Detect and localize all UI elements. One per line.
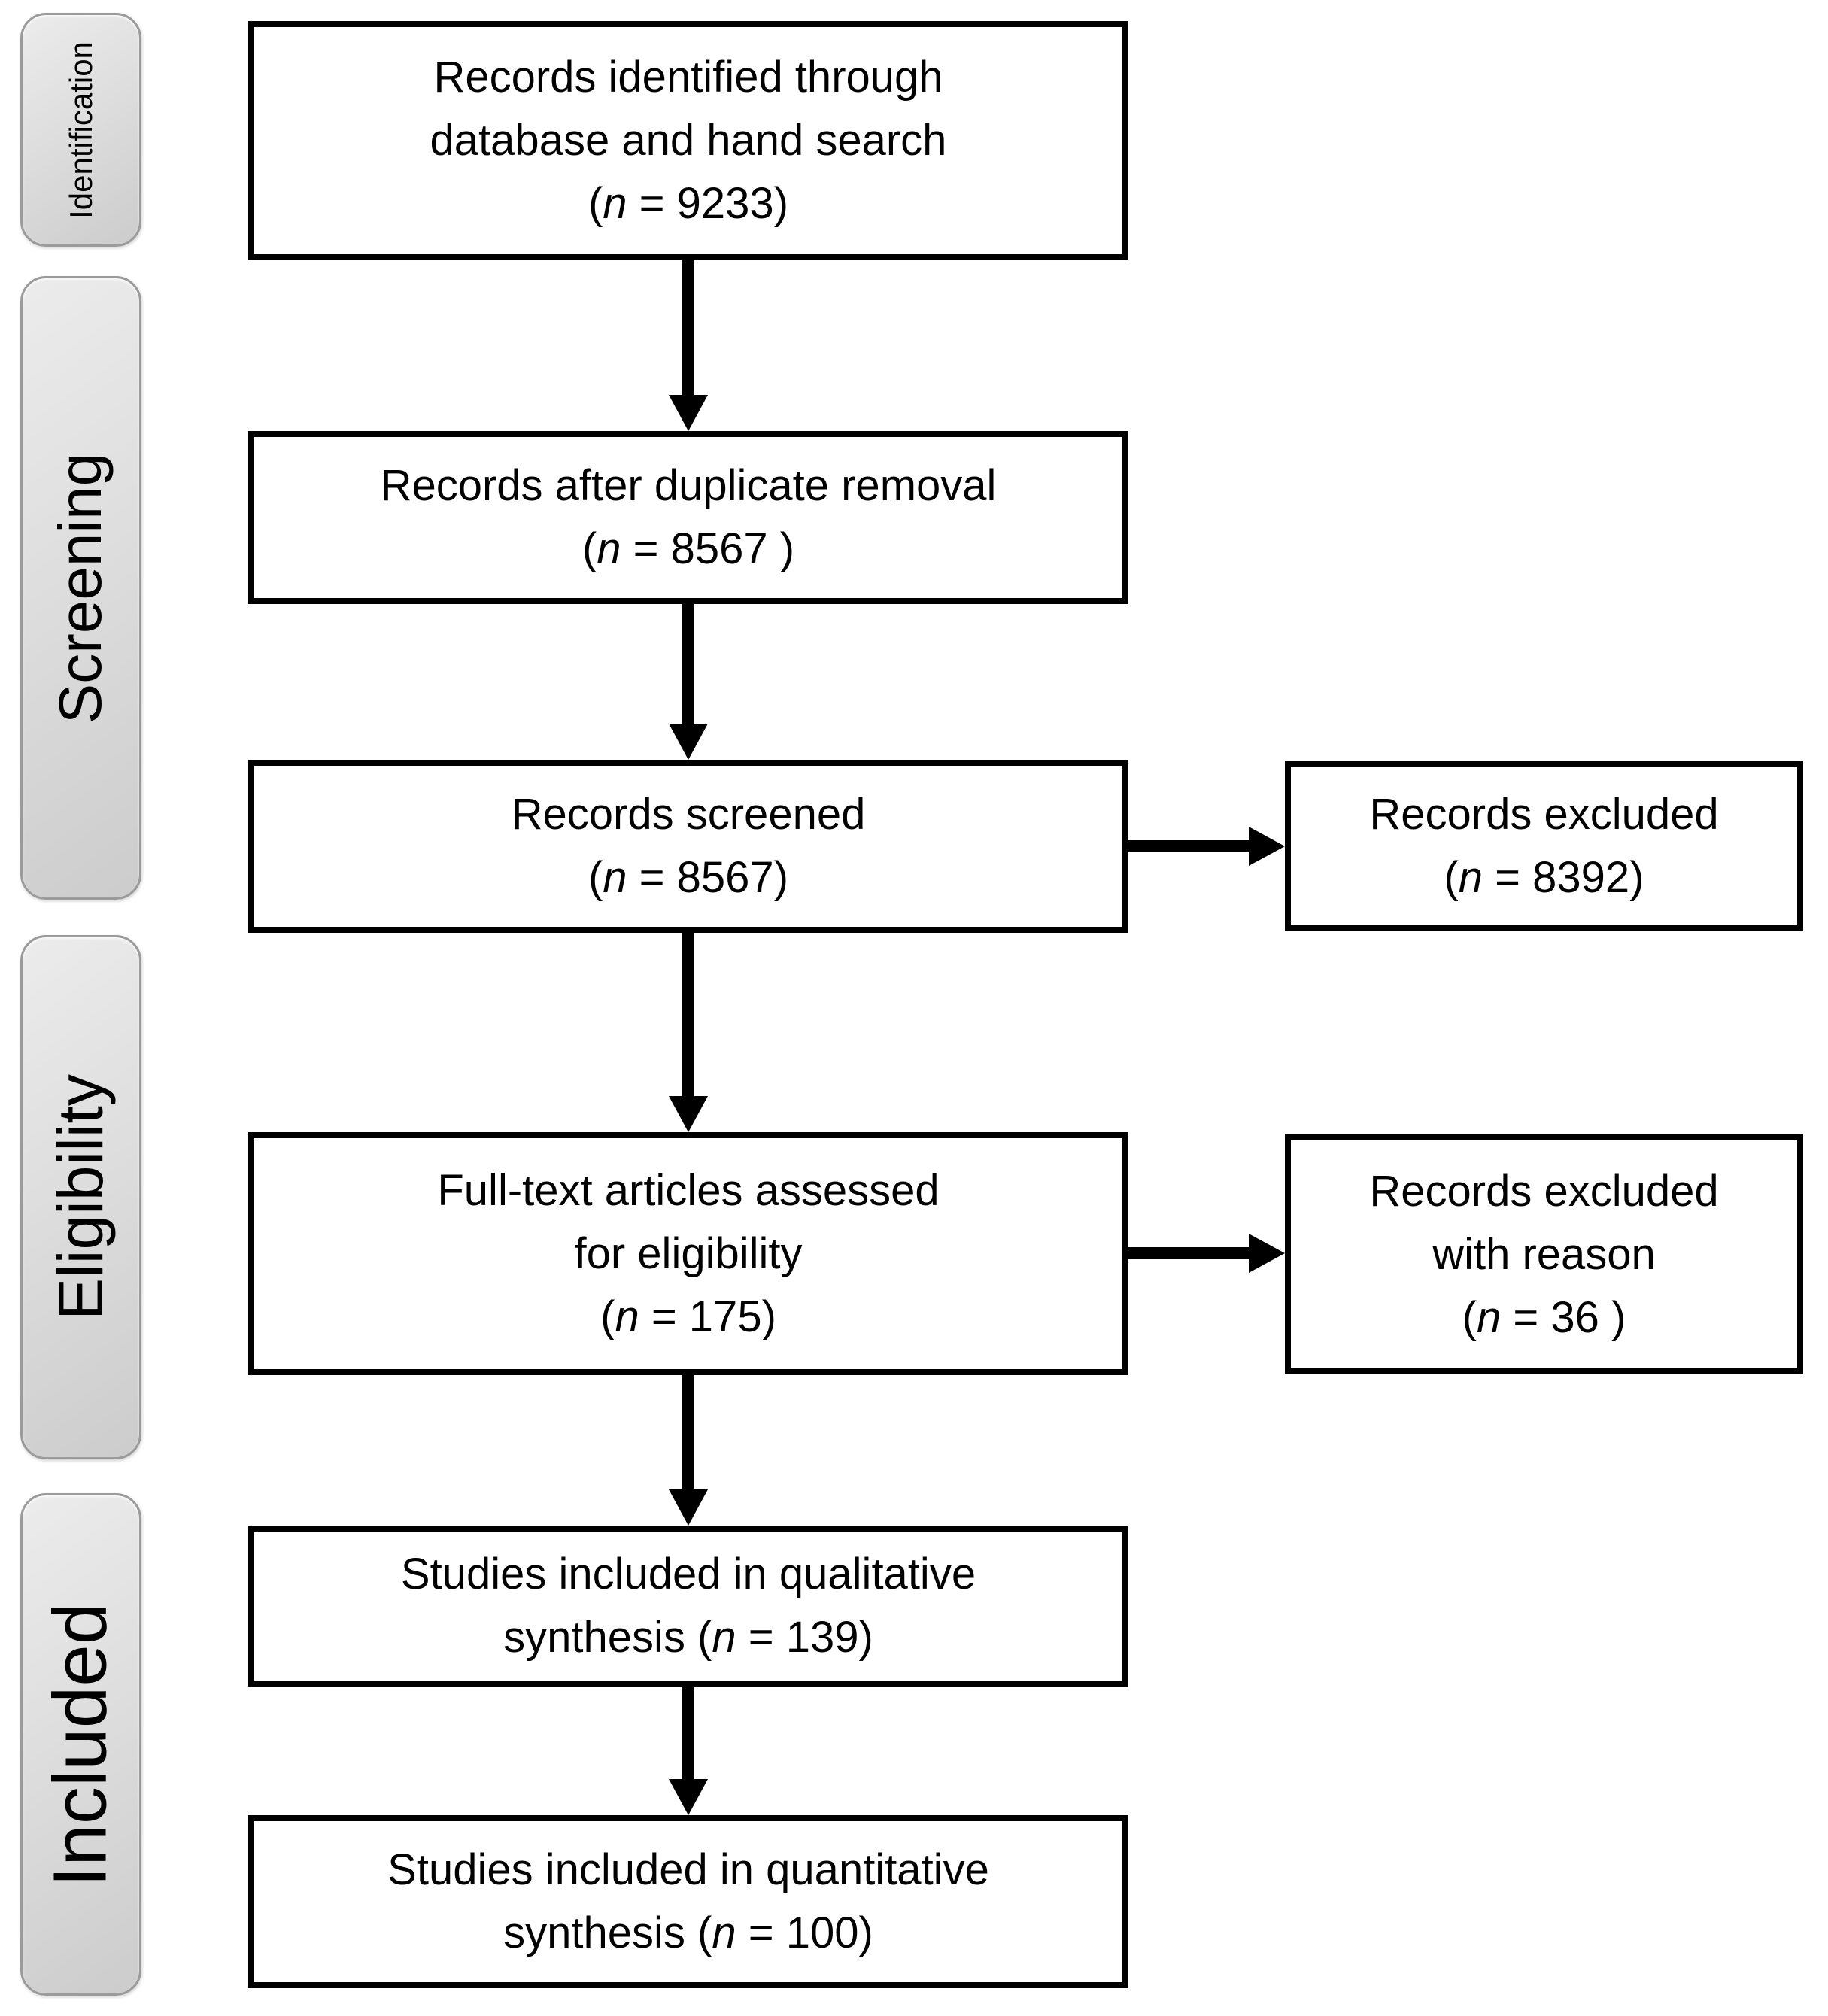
box-text-line: Records screened xyxy=(511,790,866,839)
box-text-line: database and hand search xyxy=(430,116,947,165)
arrow-identified-to-duplicate xyxy=(669,260,708,431)
box-text-line: synthesis (n = 139) xyxy=(503,1613,873,1662)
box-text-line: (n = 8567 ) xyxy=(581,524,795,573)
box-text-line: (n = 175) xyxy=(600,1292,776,1341)
box-text-line: Studies included in qualitative xyxy=(400,1550,976,1599)
box-records-screened: Records screened (n = 8567) xyxy=(248,760,1128,933)
box-text-line: (n = 36 ) xyxy=(1462,1292,1626,1342)
stage-label-text: Included xyxy=(38,1602,123,1887)
stage-label-included: Included xyxy=(20,1493,141,1996)
box-quantitative-synthesis: Studies included in quantitative synthesi… xyxy=(248,1815,1128,1988)
stage-label-identification: Identification xyxy=(20,13,141,247)
stage-label-screening: Screening xyxy=(20,276,141,900)
box-text-line: Records identified through xyxy=(433,53,943,102)
box-excluded-with-reason: Records excluded with reason (n = 36 ) xyxy=(1285,1134,1803,1374)
arrow-fulltext-to-excluded-with-reason xyxy=(1128,1234,1285,1273)
box-text-line: for eligibility xyxy=(574,1228,803,1278)
box-text-line: with reason xyxy=(1432,1229,1656,1279)
arrow-qualitative-to-quantitative xyxy=(669,1687,708,1815)
arrow-screened-to-excluded xyxy=(1128,827,1285,866)
arrow-screened-to-fulltext xyxy=(669,933,708,1132)
box-text-line: (n = 8392) xyxy=(1444,853,1644,902)
box-text-line: (n = 9233) xyxy=(588,179,789,228)
box-text-line: Full-text articles assessed xyxy=(437,1165,940,1215)
box-records-excluded: Records excluded (n = 8392) xyxy=(1285,761,1803,931)
box-text-line: Studies included in quantitative xyxy=(387,1845,989,1894)
box-text-line: (n = 8567) xyxy=(588,853,789,902)
box-duplicate-removal: Records after duplicate removal (n = 8567… xyxy=(248,431,1128,604)
box-text-line: Records after duplicate removal xyxy=(380,461,997,510)
box-records-identified: Records identified through database and h… xyxy=(248,21,1128,260)
box-text-line: Records excluded xyxy=(1369,790,1719,839)
box-text-line: Records excluded xyxy=(1369,1166,1719,1216)
box-text-line: synthesis (n = 100) xyxy=(503,1908,873,1957)
arrow-duplicate-to-screened xyxy=(669,604,708,760)
arrow-fulltext-to-qualitative xyxy=(669,1375,708,1526)
stage-label-eligibility: Eligibility xyxy=(20,935,141,1459)
stage-label-text: Screening xyxy=(47,452,114,724)
box-fulltext-assessed: Full-text articles assessed for eligibili… xyxy=(248,1132,1128,1375)
stage-label-text: Eligibility xyxy=(45,1074,116,1320)
box-qualitative-synthesis: Studies included in qualitative synthesis… xyxy=(248,1526,1128,1687)
stage-label-text: Identification xyxy=(62,41,99,219)
